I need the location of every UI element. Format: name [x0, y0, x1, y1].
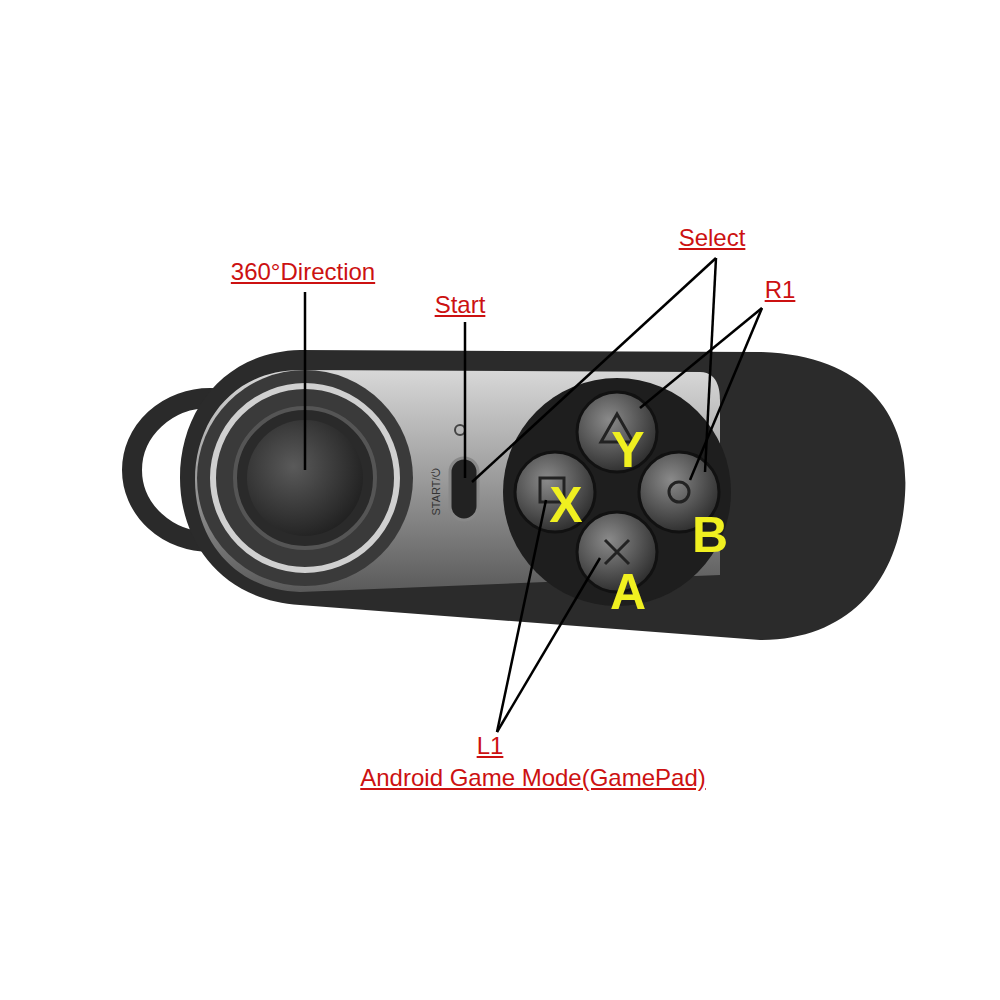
- callout-label: Select: [679, 224, 746, 252]
- callout-label: R1: [765, 276, 796, 304]
- callout-caption: Android Game Mode(GamePad): [360, 764, 706, 792]
- callout-label: Start: [435, 291, 486, 319]
- device-print: START/⏻: [430, 468, 443, 515]
- button-letter: A: [610, 563, 646, 621]
- callout-label: 360°Direction: [231, 258, 375, 286]
- button-letter: B: [692, 506, 728, 564]
- status-led: [455, 425, 465, 435]
- controller-body: [180, 350, 905, 640]
- button-letter: Y: [611, 421, 644, 479]
- button-letter: X: [549, 476, 582, 534]
- callout-label: L1: [477, 732, 504, 760]
- face-plate: [195, 370, 720, 592]
- circle-symbol: [669, 482, 689, 502]
- cross-symbol: [605, 540, 629, 564]
- leader-lines: [305, 258, 762, 732]
